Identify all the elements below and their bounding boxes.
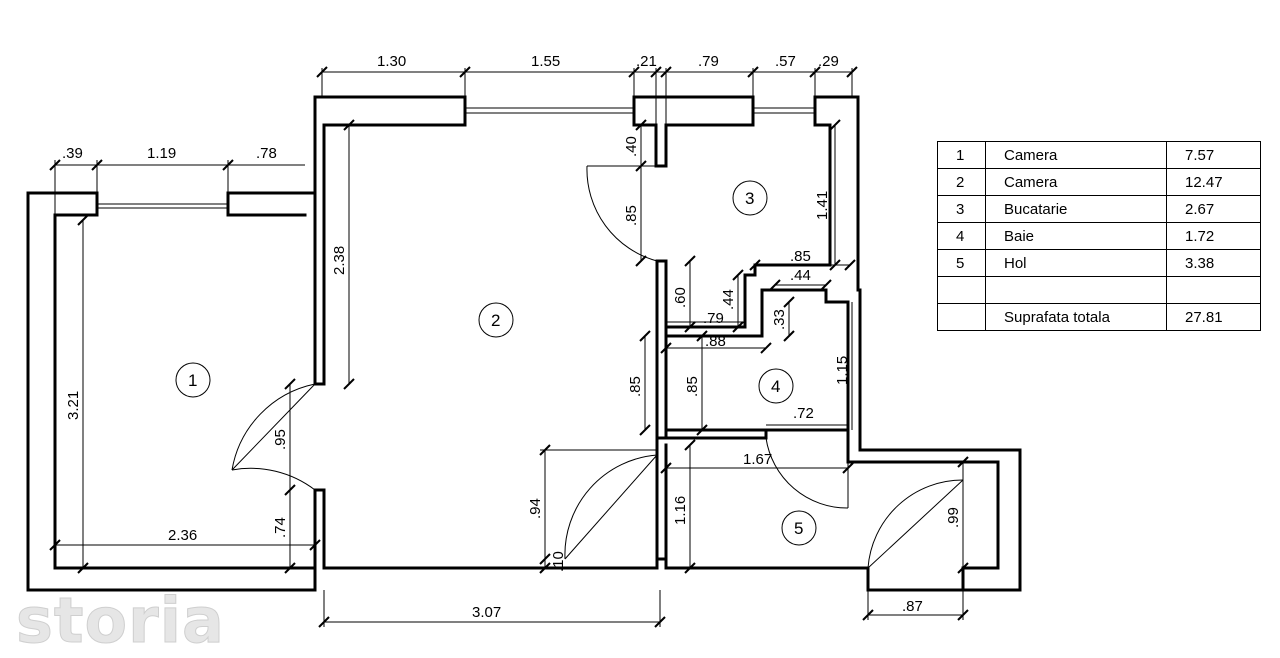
dim-label: .99 — [945, 507, 962, 528]
room-area: 2.67 — [1166, 195, 1261, 223]
dim-label: .40 — [623, 136, 640, 157]
dim-label: .10 — [550, 551, 567, 572]
dim-label: .33 — [771, 309, 788, 330]
dim-label: .88 — [705, 333, 726, 350]
dim-label: .29 — [818, 53, 839, 70]
room-name: Camera — [985, 168, 1167, 196]
room-number: 4 — [937, 222, 986, 250]
room-area: 3.38 — [1166, 249, 1261, 277]
table-row-total: Suprafata totala 27.81 — [937, 303, 1261, 331]
svg-text:1: 1 — [188, 371, 197, 390]
dim-label: .60 — [672, 287, 689, 308]
dim-label: 2.38 — [331, 246, 348, 275]
dim-label: .79 — [703, 310, 724, 327]
table-row: 1 Camera 7.57 — [937, 141, 1261, 169]
dim-label: .85 — [627, 376, 644, 397]
walls — [26, 95, 1022, 592]
room-name: Baie — [985, 222, 1167, 250]
dim-label: .72 — [793, 405, 814, 422]
table-row-empty — [937, 276, 1261, 304]
dim-label: .85 — [790, 248, 811, 265]
dim-label: 1.41 — [814, 191, 831, 220]
dim-label: 1.15 — [834, 356, 851, 385]
storia-watermark-logo: storia — [16, 584, 225, 658]
room-name: Camera — [985, 141, 1167, 169]
room-number: 1 — [937, 141, 986, 169]
room-name: Hol — [985, 249, 1167, 277]
windows — [97, 107, 815, 209]
room-area: 12.47 — [1166, 168, 1261, 196]
dim-label: .74 — [272, 517, 289, 538]
dim-label: 2.36 — [168, 527, 197, 544]
dim-label: .95 — [272, 429, 289, 450]
room-marker-4: 4 — [758, 368, 794, 404]
dim-label: 1.19 — [147, 145, 176, 162]
table-row: 3 Bucatarie 2.67 — [937, 195, 1261, 223]
svg-text:5: 5 — [794, 519, 803, 538]
dimension-labels: 1.30 1.55 .21 .79 .57 .29 .39 1.19 .78 3… — [62, 53, 962, 621]
room-area: 7.57 — [1166, 141, 1261, 169]
dim-label: .44 — [720, 289, 737, 310]
room-markers: 1 2 3 4 5 — [175, 180, 817, 546]
svg-text:3: 3 — [745, 189, 754, 208]
room-marker-2: 2 — [478, 302, 514, 338]
room-name: Bucatarie — [985, 195, 1167, 223]
dim-label: 1.67 — [743, 451, 772, 468]
room-marker-3: 3 — [732, 180, 768, 216]
svg-text:2: 2 — [491, 311, 500, 330]
dim-label: .85 — [684, 376, 701, 397]
table-row: 4 Baie 1.72 — [937, 222, 1261, 250]
dim-label: .85 — [623, 205, 640, 226]
area-table: 1 Camera 7.57 2 Camera 12.47 3 Bucatarie… — [937, 141, 1261, 331]
room-number: 2 — [937, 168, 986, 196]
total-area: 27.81 — [1166, 303, 1261, 331]
table-row: 5 Hol 3.38 — [937, 249, 1261, 277]
room-marker-5: 5 — [781, 510, 817, 546]
dim-label: .78 — [256, 145, 277, 162]
dim-label: .57 — [775, 53, 796, 70]
room-marker-1: 1 — [175, 362, 211, 398]
doors — [231, 165, 964, 569]
dim-label: .44 — [790, 267, 811, 284]
dim-label: .94 — [527, 498, 544, 519]
dim-label: 3.21 — [65, 391, 82, 420]
room-number: 5 — [937, 249, 986, 277]
dim-label: .39 — [62, 145, 83, 162]
room-number: 3 — [937, 195, 986, 223]
table-row: 2 Camera 12.47 — [937, 168, 1261, 196]
dim-label: .79 — [698, 53, 719, 70]
room-area: 1.72 — [1166, 222, 1261, 250]
svg-text:4: 4 — [771, 377, 780, 396]
dim-label: .87 — [902, 598, 923, 615]
dim-label: .21 — [636, 53, 657, 70]
total-label: Suprafata totala — [985, 303, 1167, 331]
dim-label: 1.30 — [377, 53, 406, 70]
dim-label: 3.07 — [472, 604, 501, 621]
dimension-lines — [49, 66, 969, 628]
dim-label: 1.16 — [672, 496, 689, 525]
dim-label: 1.55 — [531, 53, 560, 70]
